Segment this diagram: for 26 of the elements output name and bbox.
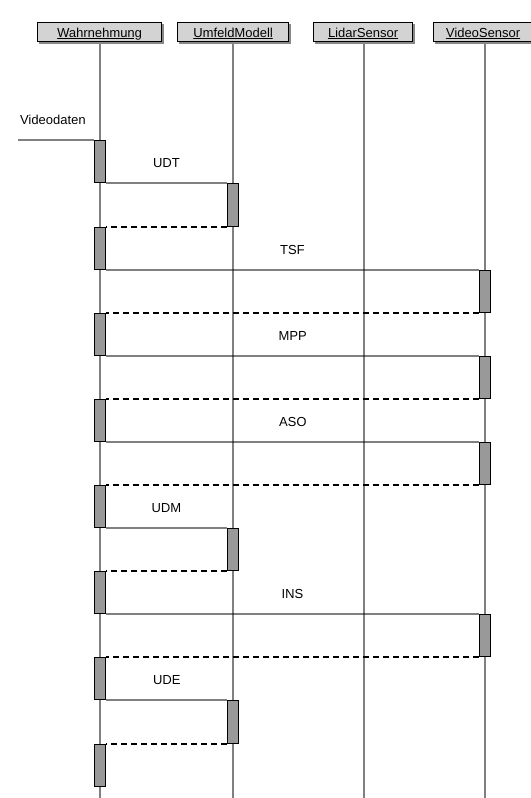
lifeline-header: Wahrnehmung [37, 22, 162, 42]
message-label: ASO [279, 414, 306, 429]
activation-bar [94, 571, 106, 614]
lifeline-header: UmfeldModell [177, 22, 289, 42]
activation-bar [227, 700, 239, 744]
message-label: MPP [278, 328, 307, 343]
activation-bar [94, 744, 106, 787]
activation-bar [479, 614, 491, 657]
lifeline-header: LidarSensor [313, 22, 413, 42]
activation-bar [227, 183, 239, 227]
activation-bar [94, 485, 106, 528]
message-label: UDM [152, 500, 182, 515]
activation-bar [94, 657, 106, 700]
activation-bar [479, 442, 491, 485]
activation-bar [479, 270, 491, 313]
activation-bar [94, 227, 106, 270]
activation-bar [94, 313, 106, 356]
message-label: UDE [153, 672, 180, 687]
message-label: UDT [153, 155, 180, 170]
message-label: TSF [280, 242, 305, 257]
activation-bar [227, 528, 239, 571]
activation-bar [94, 140, 106, 183]
message-label: INS [282, 586, 304, 601]
lifeline-header: VideoSensor [433, 22, 531, 42]
activation-bar [94, 399, 106, 442]
activation-bar [479, 356, 491, 399]
